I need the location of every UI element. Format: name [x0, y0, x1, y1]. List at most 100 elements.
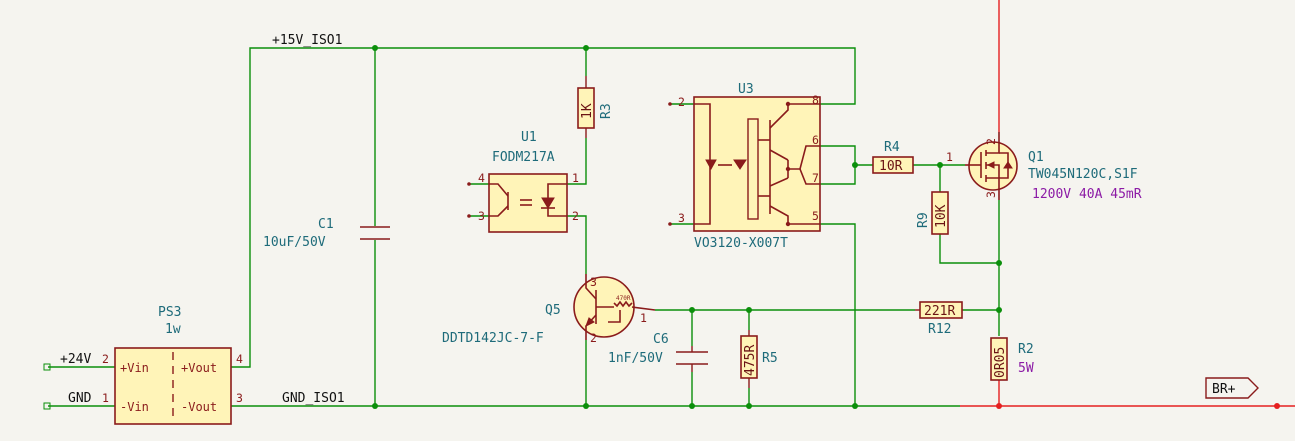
q1-value: TW045N120C,S1F	[1028, 167, 1138, 182]
net-label-gnd[interactable]: GND	[68, 391, 92, 406]
resistor-r3[interactable]: 1K R3	[577, 76, 614, 138]
q5-value: DDTD142JC-7-F	[442, 331, 544, 346]
junction	[583, 45, 589, 51]
junction	[746, 403, 752, 409]
junction	[372, 403, 378, 409]
u3-pin-num: 7	[812, 171, 819, 185]
net-port-vin	[43, 363, 51, 371]
junction	[996, 307, 1002, 313]
u3-ref: U3	[738, 82, 754, 97]
r5-value: 475R	[743, 345, 758, 376]
u3-photodetector	[747, 118, 759, 220]
capacitor-c6[interactable]: C6 1nF/50V	[608, 332, 708, 372]
q1-pin-num: 2	[984, 138, 998, 145]
q5-emitter-arrow	[585, 317, 595, 328]
u1-ref: U1	[521, 130, 537, 145]
q1-body-diode	[1003, 161, 1013, 169]
resistor-r9[interactable]: 10K R9	[916, 191, 949, 235]
q5-pin-num: 1	[640, 311, 647, 325]
r5-ref: R5	[762, 351, 778, 366]
resistor-r4[interactable]: 10R R4	[872, 140, 914, 174]
u3-pin-num: 3	[678, 211, 685, 225]
ps3-pin-num: 4	[236, 352, 243, 366]
ps3-value: 1w	[165, 322, 181, 337]
c6-value: 1nF/50V	[608, 351, 663, 366]
wires	[48, 0, 1295, 407]
junction	[746, 307, 752, 313]
junction	[1274, 403, 1280, 409]
net-label-gnd-iso[interactable]: GND_ISO1	[282, 391, 345, 406]
r4-value: 10R	[879, 159, 903, 174]
u3-pin-num: 6	[812, 133, 819, 147]
u1-value: FODM217A	[492, 150, 555, 165]
q5-pin-num: 3	[590, 275, 597, 289]
r2-ref: R2	[1018, 342, 1034, 357]
junction	[852, 162, 858, 168]
junction	[689, 307, 695, 313]
u1-pin-num: 3	[478, 209, 485, 223]
u3-value: VO3120-X007T	[694, 236, 788, 251]
mosfet-q1[interactable]: 1 2 3 Q1 TW045N120C,S1F 1200V 40A 45mR	[946, 132, 1142, 202]
ps3-dc-dc-converter[interactable]: PS3 1w +Vin -Vin +Vout -Vout 2 1 4 3	[102, 305, 243, 425]
u1-body	[488, 173, 568, 233]
r9-value: 10K	[934, 204, 949, 228]
c6-ref: C6	[653, 332, 669, 347]
ps3-pin-num: 3	[236, 391, 243, 405]
r3-ref: R3	[599, 103, 614, 119]
u1-pin-num: 1	[572, 171, 579, 185]
global-label-br-text: BR+	[1212, 382, 1236, 397]
q1-channel-arrow	[986, 161, 995, 169]
r2-value: 0R05	[993, 347, 1008, 378]
net-port-gnd	[43, 402, 51, 410]
junction	[937, 162, 943, 168]
ps3-ref: PS3	[158, 305, 181, 320]
r2-description: 5W	[1018, 361, 1034, 376]
net-label-vcc[interactable]: +15V_ISO1	[272, 33, 342, 48]
u3-led	[733, 159, 747, 170]
u1-pin-num: 4	[478, 171, 485, 185]
u3-led	[705, 159, 717, 171]
junctions	[372, 45, 1280, 409]
resistor-r5[interactable]: 475R R5	[740, 330, 778, 388]
q5-internal-resistor: 470R	[616, 295, 631, 302]
u3-pin-num: 2	[678, 95, 685, 109]
global-label-br[interactable]: BR+	[1205, 377, 1259, 399]
junction	[583, 403, 589, 409]
resistor-r12[interactable]: 221R R12	[915, 301, 963, 337]
ps3-pin-gout-name: -Vout	[181, 400, 217, 414]
r4-ref: R4	[884, 140, 900, 155]
q5-pin-num: 2	[590, 331, 597, 345]
u3-pin-num: 5	[812, 209, 819, 223]
r2-body	[990, 337, 1008, 381]
r12-value: 221R	[924, 304, 955, 319]
junction	[372, 45, 378, 51]
r9-body	[931, 191, 949, 235]
c1-ref: C1	[318, 217, 334, 232]
q1-pin-num: 1	[946, 150, 953, 164]
transistor-q5[interactable]: 470R 3 2 1 Q5 DDTD142JC-7-F	[442, 274, 656, 346]
q5-ref: Q5	[545, 303, 561, 318]
q1-ref: Q1	[1028, 150, 1044, 165]
junction	[996, 260, 1002, 266]
ps3-pin-gnd-name: -Vin	[120, 400, 149, 414]
r9-ref: R9	[916, 212, 931, 228]
ps3-pin-num: 2	[102, 352, 109, 366]
optocoupler-u1[interactable]: U1 FODM217A 4 3 1 2	[467, 130, 579, 233]
net-label-vin[interactable]: +24V	[60, 352, 91, 367]
ps3-pin-vin-name: +Vin	[120, 361, 149, 375]
gate-driver-u3[interactable]: U3 VO3120-X007T 2 3 8 6 7 5	[668, 82, 821, 251]
c1-value: 10uF/50V	[263, 235, 326, 250]
q1-description: 1200V 40A 45mR	[1032, 187, 1142, 202]
ps3-pin-vout-name: +Vout	[181, 361, 217, 375]
junction	[996, 403, 1002, 409]
u1-led	[541, 197, 555, 209]
r3-value: 1K	[580, 103, 595, 119]
capacitor-c1[interactable]: C1 10uF/50V	[263, 217, 390, 250]
resistor-r2[interactable]: 0R05 R2 5W	[990, 337, 1034, 381]
q1-pin-num: 3	[984, 191, 998, 198]
junction	[689, 403, 695, 409]
r12-ref: R12	[928, 322, 951, 337]
u3-pin-num: 8	[812, 93, 819, 107]
r4-body	[872, 156, 914, 174]
